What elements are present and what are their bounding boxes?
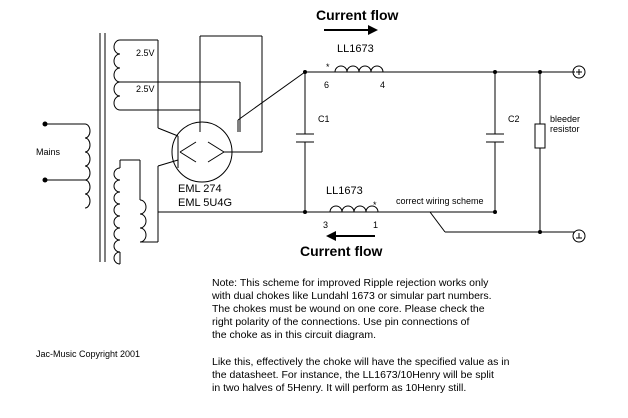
ground-terminal <box>572 229 586 243</box>
filament-winding-1 <box>113 39 121 83</box>
note-line-1: Note: This scheme for improved Ripple re… <box>212 277 489 289</box>
choke-bottom-pin-right: 1 <box>373 220 378 230</box>
hv-secondary-winding <box>113 167 121 265</box>
choke-top-pin-right: 4 <box>380 80 385 90</box>
hv-secondary-inner <box>139 199 147 243</box>
c1-label: C1 <box>318 114 330 124</box>
bleeder-label-2: resistor <box>550 124 580 134</box>
winding2-label: 2.5V <box>136 84 155 94</box>
rectifier-label-1: EML 274 <box>178 183 222 195</box>
winding1-label: 2.5V <box>136 48 155 58</box>
note-line-7: the datasheet. For instance, the LL1673/… <box>212 369 494 381</box>
choke-bottom-pin-left: 3 <box>323 220 328 230</box>
copyright: Jac-Music Copyright 2001 <box>36 349 141 359</box>
mains-label: Mains <box>36 147 61 157</box>
choke-top-pin-left: 6 <box>324 80 329 90</box>
mains-terminal-top <box>42 121 48 127</box>
choke-bottom-name: LL1673 <box>326 185 363 197</box>
current-flow-bottom-label: Current flow <box>300 243 383 259</box>
choke-top-name: LL1673 <box>337 43 374 55</box>
primary-winding <box>45 123 91 209</box>
choke-top-star: * <box>326 62 330 72</box>
filament-winding-2 <box>113 81 121 111</box>
choke-bottom-coil <box>329 205 379 213</box>
arrow-top <box>324 25 378 35</box>
plus-terminal <box>572 65 586 79</box>
rectifier-tube <box>171 121 233 183</box>
correct-wiring-label: correct wiring scheme <box>396 196 484 206</box>
note-line-6: Like this, effectively the choke will ha… <box>212 356 510 368</box>
choke-top-coil <box>334 65 384 73</box>
rectifier-label-2: EML 5U4G <box>178 197 232 209</box>
mains-terminal-bottom <box>42 177 48 183</box>
current-flow-top-label: Current flow <box>316 7 399 23</box>
c2-label: C2 <box>508 114 520 124</box>
note-line-3: The chokes must be wound on one core. Pl… <box>212 303 485 315</box>
choke-bottom-star: * <box>373 200 377 210</box>
arrow-bottom <box>326 231 375 241</box>
bleeder-label-1: bleeder <box>550 114 580 124</box>
note-line-2: with dual chokes like Lundahl 1673 or si… <box>212 290 492 302</box>
note-line-5: the choke as in this circuit diagram. <box>212 329 376 341</box>
note-line-4: right polarity of the connections. Use p… <box>212 316 470 328</box>
note-line-8: in two halves of 5Henry. It will perform… <box>212 382 467 394</box>
bleeder-resistor <box>534 123 546 149</box>
